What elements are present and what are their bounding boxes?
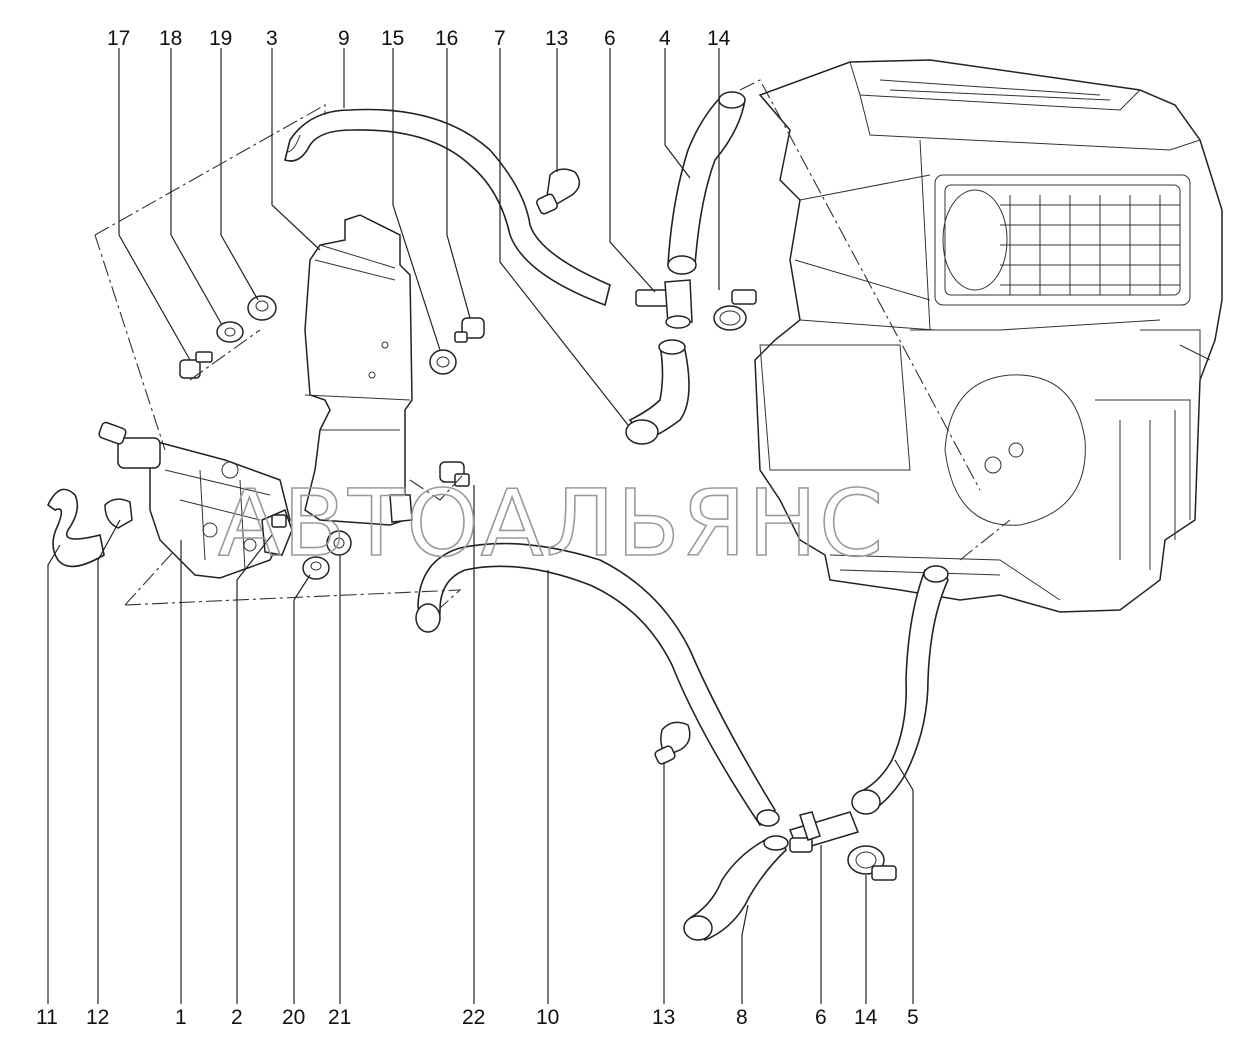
leader-lines bbox=[47, 48, 914, 1004]
hose-8 bbox=[688, 837, 787, 941]
label-19: 19 bbox=[209, 27, 232, 50]
label-18: 18 bbox=[159, 27, 182, 50]
washer-15 bbox=[429, 349, 457, 375]
heater-unit bbox=[754, 59, 1223, 613]
label-4: 4 bbox=[659, 27, 671, 50]
label-1: 1 bbox=[175, 1006, 187, 1029]
hose-5 bbox=[858, 567, 949, 814]
label-11: 11 bbox=[36, 1006, 58, 1029]
top-label-row: 17 18 19 3 9 15 16 7 13 6 4 14 bbox=[107, 27, 731, 50]
nut-20 bbox=[302, 556, 330, 580]
label-14-top: 14 bbox=[707, 27, 731, 50]
label-6-bottom: 6 bbox=[815, 1006, 827, 1029]
label-17: 17 bbox=[107, 27, 130, 50]
washer-18 bbox=[216, 321, 244, 343]
clamp-14-top bbox=[713, 289, 757, 331]
label-8: 8 bbox=[736, 1006, 748, 1029]
tee-fitting-6-bottom bbox=[788, 811, 860, 853]
tee-fitting-6-top bbox=[635, 279, 693, 329]
clip-13-top bbox=[536, 168, 581, 215]
bolt-17 bbox=[179, 351, 213, 379]
bolt-16 bbox=[454, 317, 485, 343]
label-15: 15 bbox=[381, 27, 404, 50]
washer-21 bbox=[326, 530, 352, 556]
bottom-label-row: 11 12 1 2 20 21 22 10 13 8 6 14 5 bbox=[36, 1006, 919, 1029]
label-5: 5 bbox=[907, 1006, 919, 1029]
bracket-3 bbox=[304, 214, 413, 526]
hose-11 bbox=[46, 488, 105, 568]
label-13-bottom: 13 bbox=[652, 1006, 675, 1029]
hose-4 bbox=[667, 94, 746, 266]
label-3: 3 bbox=[266, 27, 278, 50]
bolt-22 bbox=[439, 461, 470, 487]
label-16: 16 bbox=[435, 27, 458, 50]
label-9: 9 bbox=[338, 27, 350, 50]
label-21: 21 bbox=[328, 1006, 351, 1029]
watermark-text: АВТОАЛЬЯНС bbox=[218, 470, 885, 577]
hose-10 bbox=[417, 542, 777, 827]
label-14-bottom: 14 bbox=[854, 1006, 878, 1029]
hose-9 bbox=[284, 108, 611, 307]
clip-12 bbox=[104, 498, 133, 529]
actuator-2 bbox=[261, 508, 293, 556]
label-12: 12 bbox=[86, 1006, 109, 1029]
label-13-top: 13 bbox=[545, 27, 568, 50]
label-2: 2 bbox=[231, 1006, 243, 1029]
grommet-19 bbox=[247, 295, 277, 321]
clamp-14-bottom bbox=[847, 845, 897, 881]
label-6-top: 6 bbox=[604, 27, 616, 50]
clip-13-bottom bbox=[654, 721, 691, 765]
label-10: 10 bbox=[536, 1006, 559, 1029]
label-20: 20 bbox=[282, 1006, 305, 1029]
label-7: 7 bbox=[494, 27, 506, 50]
label-22: 22 bbox=[462, 1006, 485, 1029]
